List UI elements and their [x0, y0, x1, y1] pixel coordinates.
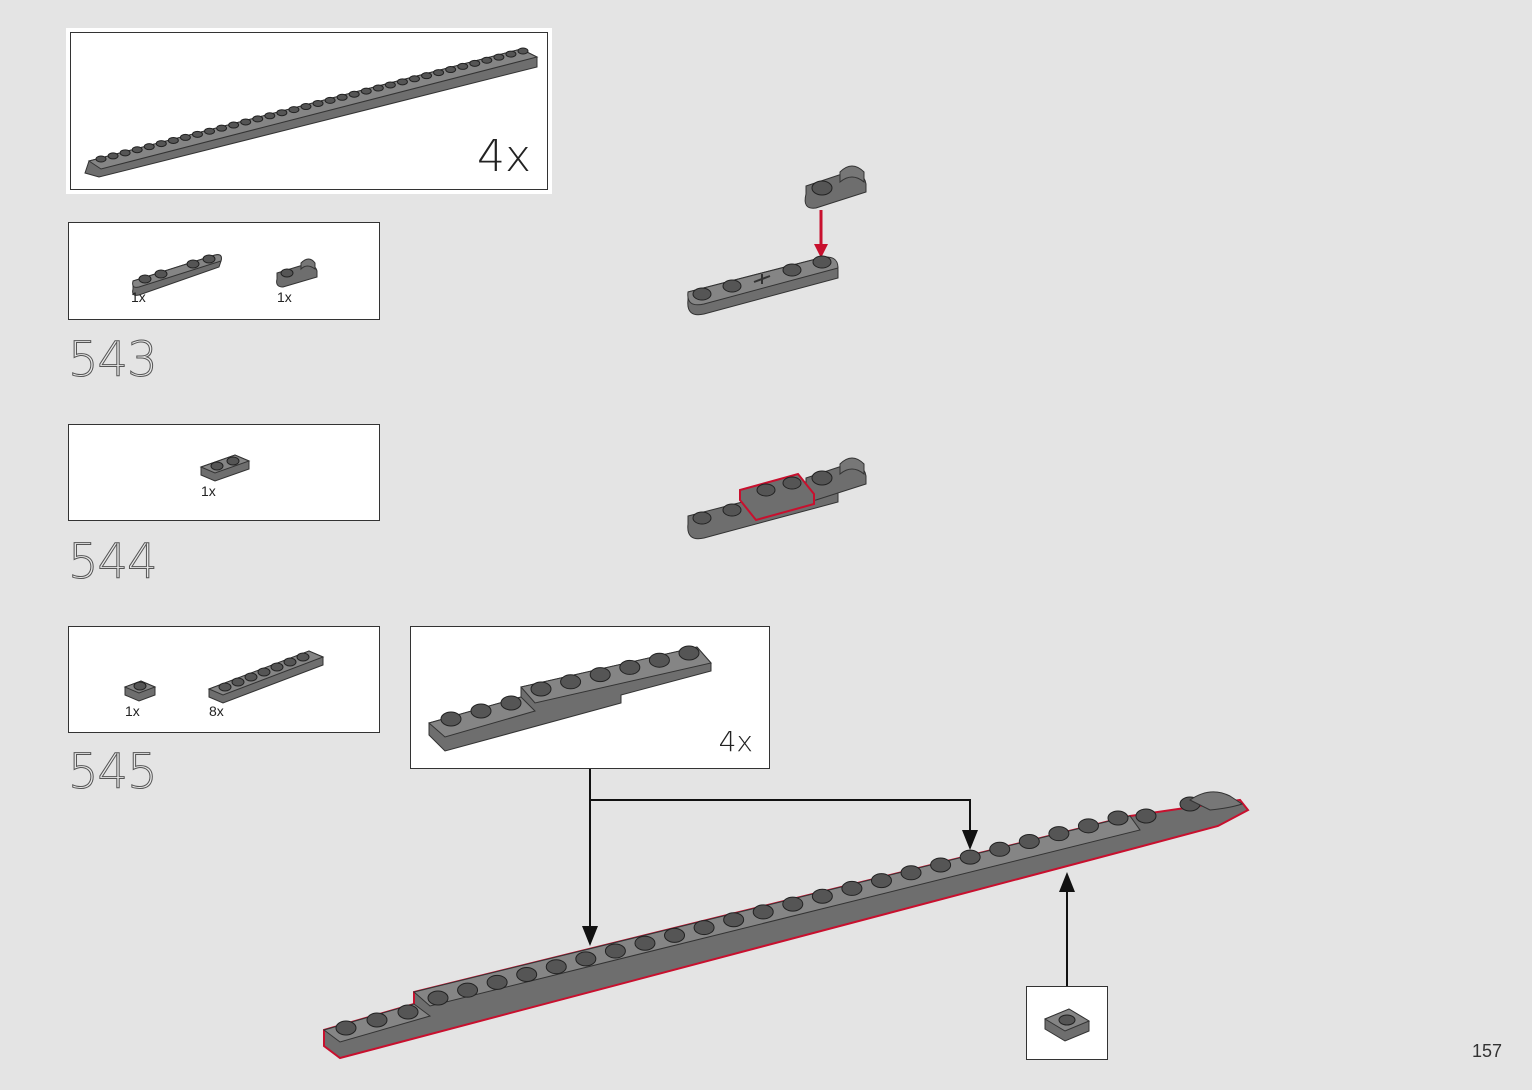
- stud: [192, 131, 202, 137]
- plate-1x2-icon: [69, 425, 381, 522]
- stud: [446, 67, 456, 73]
- stud: [561, 675, 581, 689]
- stud: [649, 653, 669, 667]
- stud: [289, 107, 299, 113]
- stud: [546, 960, 566, 974]
- stud: [301, 104, 311, 110]
- stud: [313, 100, 323, 106]
- stud: [931, 858, 951, 872]
- stud: [96, 156, 106, 162]
- stud: [635, 936, 655, 950]
- stud: [482, 57, 492, 63]
- stud: [494, 54, 504, 60]
- stud: [1108, 811, 1128, 825]
- stud: [470, 60, 480, 66]
- stud: [576, 952, 596, 966]
- stud: [990, 842, 1010, 856]
- subassembly-545-quantity: 4x: [719, 725, 753, 758]
- plate-1x4-rounded-icon: [69, 223, 381, 321]
- stud: [506, 51, 516, 57]
- stud: [144, 144, 154, 150]
- stud: [842, 881, 862, 895]
- stud: [349, 91, 359, 97]
- parts-list-543: 1x 1x: [68, 222, 380, 320]
- stud: [361, 88, 371, 94]
- subassembly-callout-top: 4x: [70, 32, 548, 190]
- stud: [901, 866, 921, 880]
- qty-543-a: 1x: [131, 289, 146, 305]
- plate-1x1-callout: [1026, 986, 1108, 1060]
- page-number: 157: [1472, 1041, 1502, 1062]
- step-number-544: 544: [68, 534, 157, 590]
- stud: [501, 696, 521, 710]
- stud: [694, 921, 714, 935]
- step-number-545: 545: [68, 744, 157, 800]
- stud: [205, 128, 215, 134]
- stud: [265, 113, 275, 119]
- parts-list-544: 1x: [68, 424, 380, 521]
- stud: [108, 153, 118, 159]
- stud: [373, 85, 383, 91]
- stud: [241, 119, 251, 125]
- stud: [458, 983, 478, 997]
- stud: [385, 82, 395, 88]
- stud: [471, 704, 491, 718]
- subassembly-top-quantity: 4x: [477, 131, 531, 182]
- step-number-543: 543: [68, 332, 157, 388]
- step-545-assembly: [310, 780, 1270, 1070]
- stud: [325, 97, 335, 103]
- stud: [518, 48, 528, 54]
- stud: [397, 79, 407, 85]
- subassembly-callout-545: 4x: [410, 626, 770, 769]
- qty-545-b: 8x: [209, 703, 224, 719]
- stud: [441, 712, 461, 726]
- stud: [1078, 819, 1098, 833]
- stud: [367, 1013, 387, 1027]
- stud: [590, 668, 610, 682]
- stud: [783, 897, 803, 911]
- stud: [487, 975, 507, 989]
- stud: [336, 1021, 356, 1035]
- plate-1x1-and-1x8-icons: [69, 627, 381, 734]
- stud: [724, 913, 744, 927]
- stud: [156, 141, 166, 147]
- qty-544-a: 1x: [201, 483, 216, 499]
- stud: [120, 150, 130, 156]
- stud: [665, 928, 685, 942]
- stud: [422, 73, 432, 79]
- stud: [434, 70, 444, 76]
- stud: [1136, 809, 1156, 823]
- stud: [398, 1005, 418, 1019]
- parts-list-545: 1x 8x: [68, 626, 380, 733]
- stud: [180, 134, 190, 140]
- step-543-assembly: [680, 160, 880, 320]
- stud: [812, 889, 832, 903]
- stud: [277, 110, 287, 116]
- plate-1x1-icon: [1027, 987, 1109, 1061]
- stud: [132, 147, 142, 153]
- stud: [960, 850, 980, 864]
- qty-543-b: 1x: [277, 289, 292, 305]
- stud: [337, 94, 347, 100]
- stud: [428, 991, 448, 1005]
- stud: [1049, 827, 1069, 841]
- stud: [409, 76, 419, 82]
- stud: [679, 646, 699, 660]
- stud: [229, 122, 239, 128]
- stud: [605, 944, 625, 958]
- stud: [217, 125, 227, 131]
- stud: [753, 905, 773, 919]
- stud: [517, 968, 537, 982]
- stud: [168, 137, 178, 143]
- step-544-assembly: [680, 450, 880, 550]
- stud: [458, 63, 468, 69]
- stud: [871, 874, 891, 888]
- stud: [253, 116, 263, 122]
- stud: [531, 682, 551, 696]
- stud: [1019, 834, 1039, 848]
- qty-545-a: 1x: [125, 703, 140, 719]
- stud: [620, 660, 640, 674]
- plate-stack-illustration: [411, 627, 771, 770]
